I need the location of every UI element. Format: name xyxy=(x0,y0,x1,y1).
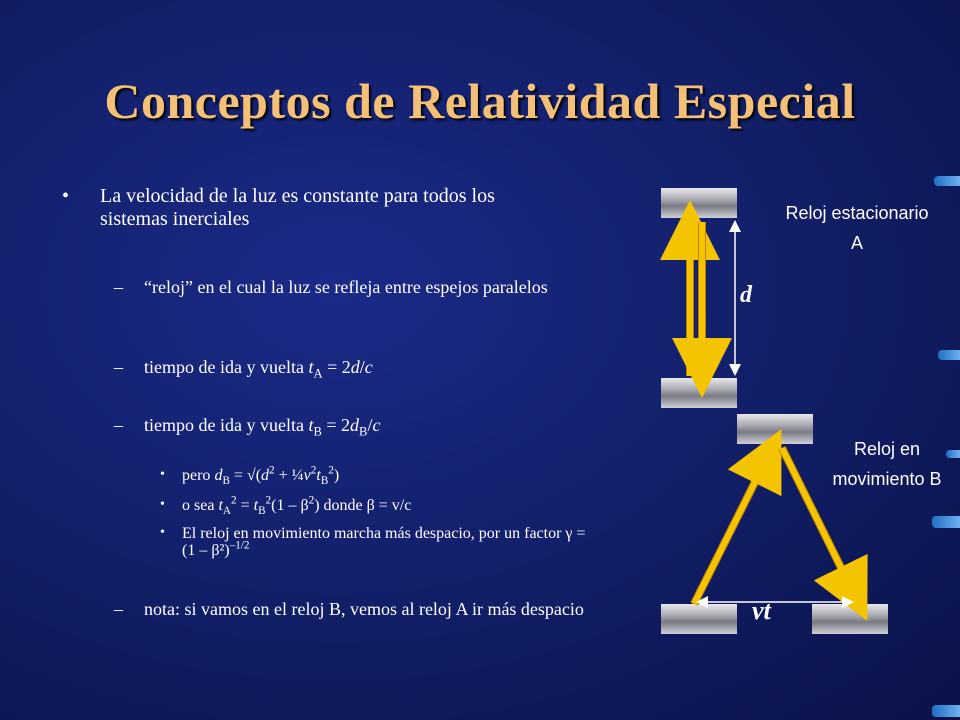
sub-reloj-despacio: • El reloj en movimiento marcha más desp… xyxy=(160,525,590,559)
dash-marker: – xyxy=(114,415,123,435)
bullet-marker: • xyxy=(160,525,165,540)
sub-text: nota: si vamos en el reloj B, vemos al r… xyxy=(144,599,584,619)
decorative-streak xyxy=(932,516,960,528)
sub-text: “reloj” en el cual la luz se refleja ent… xyxy=(144,277,548,297)
bullet-light-speed: • La velocidad de la luz es constante pa… xyxy=(62,185,540,231)
decorative-streak xyxy=(932,705,960,717)
dash-marker: – xyxy=(114,357,123,377)
page-title: Conceptos de Relatividad Especial xyxy=(104,73,856,129)
dash-marker: – xyxy=(114,277,123,297)
bullet-marker: • xyxy=(160,467,165,482)
sub-text: tiempo de ida y vuelta tB = 2dB/c xyxy=(144,415,381,439)
sub-text: pero dB = √(d2 + ¼v2tB2) xyxy=(182,464,340,488)
bullet-marker: • xyxy=(62,185,70,207)
clock-b-light-down xyxy=(778,446,868,621)
decorative-streak xyxy=(946,450,960,458)
sub-o-sea: • o sea tA2 = tB2(1 – β2) donde β = v/c xyxy=(160,494,590,518)
bullet-text: La velocidad de la luz es constante para… xyxy=(100,185,495,230)
clock-a-label: Reloj estacionario A xyxy=(785,203,929,253)
bullet-marker: • xyxy=(160,497,165,512)
dash-marker: – xyxy=(114,599,123,619)
sub-clock: – “reloj” en el cual la luz se refleja e… xyxy=(114,277,584,297)
mirror-b-bottom-left xyxy=(661,604,737,634)
clock-b-light-up xyxy=(690,429,782,606)
sub-nota: – nota: si vamos en el reloj B, vemos al… xyxy=(114,599,584,619)
sub-time-a: – tiempo de ida y vuelta tA = 2d/c xyxy=(114,357,584,381)
decorative-streak xyxy=(934,176,960,186)
sub-text: o sea tA2 = tB2(1 – β2) donde β = v/c xyxy=(182,494,412,518)
distance-d-label: d xyxy=(740,282,752,308)
sub-pero: • pero dB = √(d2 + ¼v2tB2) xyxy=(160,464,590,488)
travel-vt-label: vt xyxy=(752,596,771,625)
sub-text: El reloj en movimiento marcha más despac… xyxy=(182,525,586,559)
clock-b-label: Reloj en movimiento B xyxy=(832,439,942,489)
decorative-streak xyxy=(938,350,960,360)
sub-text: tiempo de ida y vuelta tA = 2d/c xyxy=(144,357,373,381)
sub-time-b: – tiempo de ida y vuelta tB = 2dB/c xyxy=(114,415,584,439)
